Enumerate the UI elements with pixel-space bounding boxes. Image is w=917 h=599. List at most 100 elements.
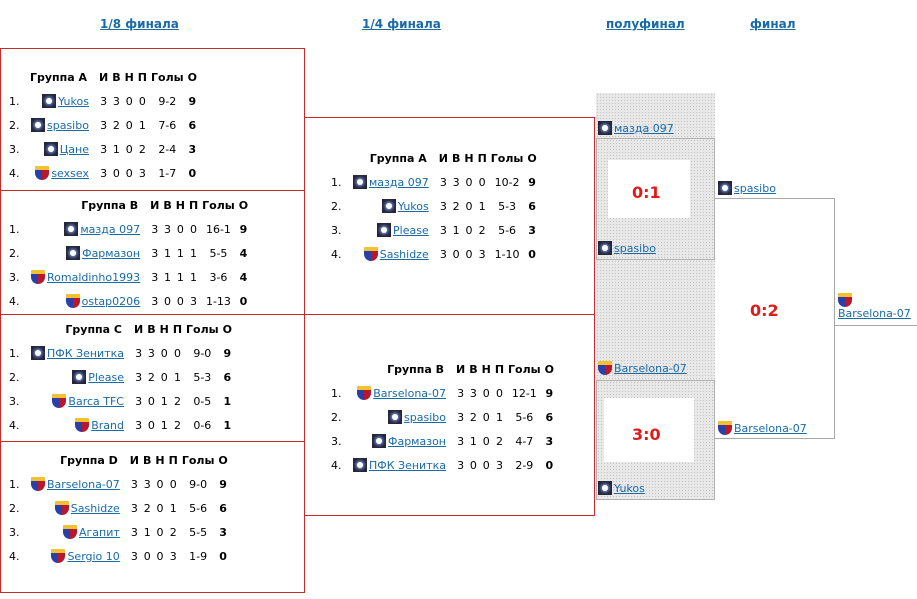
team-link[interactable]: Цане	[59, 143, 89, 156]
semi1-score: 0:1	[632, 183, 661, 202]
stat-cell-w: 1	[452, 223, 460, 237]
stat-cell-d: 0	[156, 549, 164, 563]
stat-cell-l: 1	[173, 370, 181, 384]
stat-cell-w: 3	[147, 346, 155, 360]
team-link[interactable]: мазда 097	[80, 223, 141, 236]
team-cell: ostap0206	[29, 289, 148, 313]
stat-cell-p: 3	[135, 346, 143, 360]
ball-icon	[371, 434, 386, 448]
team-cell: Yukos	[351, 194, 437, 218]
crest-icon	[54, 501, 69, 515]
team-link[interactable]: Sashidze	[70, 502, 120, 515]
team-link[interactable]: Sergio 10	[67, 550, 120, 563]
team-link[interactable]: ПФК Зенитка	[369, 459, 446, 472]
crest-icon	[838, 293, 852, 307]
semi2-winner-link[interactable]: Barselona-07	[734, 422, 807, 435]
semi2-winner: Barselona-07	[718, 421, 807, 435]
team-link[interactable]: Sashidze	[379, 248, 429, 261]
stage-link-round16[interactable]: 1/8 финала	[100, 17, 179, 31]
stat-cell-pts: 0	[239, 294, 248, 308]
group-title: Группа B	[387, 362, 444, 376]
stat-cell-l: 3	[495, 458, 503, 472]
team-link[interactable]: spasibo	[47, 119, 89, 132]
team-link[interactable]: Yukos	[397, 200, 429, 213]
team-link[interactable]: Фармазон	[387, 435, 446, 448]
column-header: Н	[481, 362, 491, 376]
team-link[interactable]: Barselona-07	[373, 387, 446, 400]
team-link[interactable]: Romaldinho1993	[47, 271, 141, 284]
column-header: О	[238, 198, 249, 212]
stat-cell-d: 0	[156, 477, 164, 491]
rank-cell: 3.	[9, 270, 20, 284]
rank-cell: 1.	[9, 346, 20, 360]
team-link[interactable]: Please	[88, 371, 124, 384]
stat-cell-p: 3	[439, 175, 447, 189]
stat-cell-goals: 5-3	[498, 199, 517, 213]
team-link[interactable]: Yukos	[58, 95, 89, 108]
team-link[interactable]: sexsex	[51, 167, 89, 180]
team-link[interactable]: Фармазон	[82, 247, 141, 260]
column-header: В	[469, 362, 478, 376]
rank-cell: 1.	[331, 175, 342, 189]
final-winner-link[interactable]: Barselona-07	[838, 307, 911, 320]
team-link[interactable]: Агапит	[78, 526, 120, 539]
rank-cell: 4.	[331, 247, 342, 261]
team-link[interactable]: мазда 097	[369, 176, 429, 189]
stat-cell-l: 0	[173, 346, 181, 360]
stat-cell-goals: 12-1	[511, 386, 537, 400]
semi1-winner-link[interactable]: spasibo	[734, 182, 776, 195]
stat-cell-d: 0	[482, 434, 490, 448]
final-winner: Barselona-07	[838, 293, 911, 320]
team-link[interactable]: Barselona-07	[47, 478, 120, 491]
semi2-team1-link[interactable]: Barselona-07	[614, 362, 687, 375]
semi2-team2-link[interactable]: Yukos	[614, 482, 645, 495]
semi1-team1-link[interactable]: мазда 097	[614, 122, 674, 135]
column-header: П	[137, 70, 148, 84]
team-link[interactable]: ostap0206	[81, 295, 141, 308]
column-header: О	[218, 453, 228, 467]
team-link[interactable]: Brand	[91, 419, 124, 432]
stage-link-semi[interactable]: полуфинал	[606, 17, 685, 31]
stage-link-quarter[interactable]: 1/4 финала	[362, 17, 441, 31]
team-link[interactable]: Barca TFC	[68, 395, 124, 408]
group-title: Группа A	[29, 70, 87, 84]
team-link[interactable]: Please	[393, 224, 429, 237]
semi1-team2-link[interactable]: spasibo	[614, 242, 656, 255]
ball-icon	[31, 118, 45, 132]
column-header: П	[168, 453, 178, 467]
stage-link-final[interactable]: финал	[750, 17, 796, 31]
ball-icon	[598, 241, 612, 255]
stat-cell-pts: 6	[188, 118, 197, 132]
crest-icon	[31, 477, 45, 491]
stat-cell-pts: 9	[219, 477, 227, 491]
team-cell: Yukos	[29, 89, 97, 113]
stat-cell-l: 0	[495, 386, 503, 400]
ball-icon	[66, 246, 81, 260]
stat-cell-w: 1	[469, 434, 477, 448]
crest-icon	[65, 294, 80, 308]
stat-cell-l: 3	[138, 166, 146, 180]
crest-icon	[363, 247, 378, 261]
column-header: Голы	[186, 322, 219, 336]
stat-cell-pts: 6	[545, 410, 554, 424]
team-link[interactable]: ПФК Зенитка	[47, 347, 124, 360]
team-link[interactable]: spasibo	[404, 411, 446, 424]
crest-icon	[52, 394, 67, 408]
column-header: Н	[175, 198, 185, 212]
team-cell: spasibo	[351, 405, 454, 429]
stat-cell-p: 3	[151, 246, 159, 260]
team-cell: Please	[351, 218, 437, 242]
team-cell: ПФК Зенитка	[351, 453, 454, 477]
stat-cell-pts: 3	[188, 142, 197, 156]
stat-cell-goals: 9-0	[193, 346, 212, 360]
column-header: Голы	[151, 70, 184, 84]
rank-cell: 2.	[9, 501, 20, 515]
